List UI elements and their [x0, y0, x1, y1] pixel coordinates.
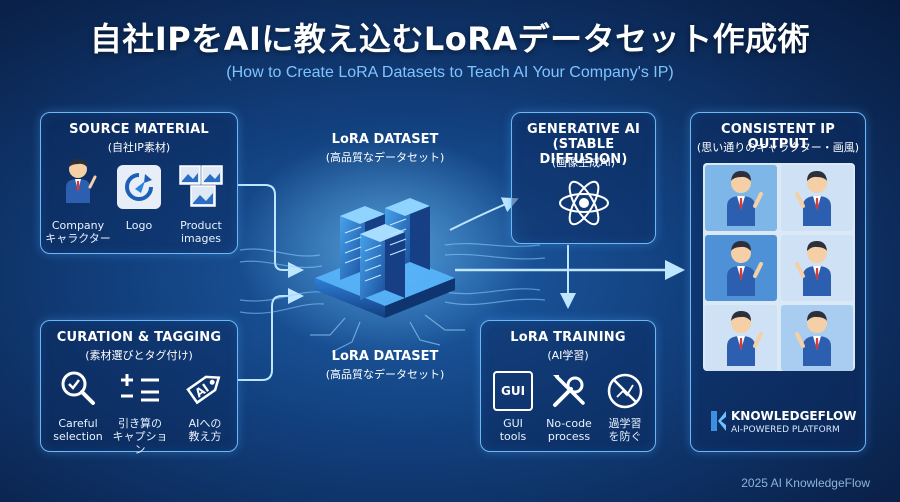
lora-training-panel: LoRA TRAINING (AI学習) GUI GUI tools No-co…	[480, 320, 656, 452]
arrow-curation-to-dataset	[238, 288, 304, 381]
curation-tagging-subtitle: (素材選びとタグ付け)	[85, 349, 193, 362]
source-material-panel: SOURCE MATERIAL (自社IP素材) Company キャラクター …	[40, 112, 238, 254]
svg-text:AI: AI	[192, 381, 211, 400]
character-cell	[781, 235, 853, 301]
generative-ai-title: GENERATIVE AI	[526, 122, 641, 137]
brand-tagline: AI-POWERED PLATFORM	[731, 425, 840, 435]
brand-name: KNOWLEDGEFLOW	[731, 409, 857, 423]
curation-tagging-title: CURATION & TAGGING	[56, 330, 222, 345]
character-cell	[705, 165, 777, 231]
character-cell	[781, 165, 853, 231]
character-cell	[705, 305, 777, 371]
product-images-icon	[177, 163, 225, 209]
generative-ai-panel: GENERATIVE AI (STABLE DIFFUSION) (画像生成AI…	[511, 112, 656, 244]
ai-teaching-label: AIへの 教え方	[188, 417, 222, 443]
careful-selection-label: Careful selection	[53, 417, 103, 443]
consistent-ip-output-subtitle: (思い通りのキャラクター・画風)	[696, 141, 860, 154]
generative-ai-subtitle: (画像生成AI)	[551, 156, 616, 169]
logo-icon	[117, 165, 161, 209]
generative-ai-title-2: (STABLE DIFFUSION)	[539, 137, 628, 167]
page-subtitle: (How to Create LoRA Datasets to Teach AI…	[226, 64, 674, 81]
company-character-icon	[55, 157, 101, 205]
ai-tag-icon: AI	[181, 365, 227, 411]
atom-icon	[554, 175, 614, 231]
page-title: 自社IPをAIに教え込むLoRAデータセット作成術	[89, 20, 811, 58]
magnifier-icon	[55, 367, 101, 409]
arrow-source-to-dataset	[238, 184, 304, 278]
character-cell	[705, 235, 777, 301]
server-stack-icon	[315, 198, 455, 318]
source-material-subtitle: (自社IP素材)	[107, 141, 171, 154]
subtract-caption-icon	[117, 367, 163, 409]
lora-training-title: LoRA TRAINING	[510, 330, 626, 345]
no-overfitting-icon	[603, 369, 647, 413]
wrench-screwdriver-icon	[547, 369, 591, 413]
lora-training-subtitle: (AI学習)	[547, 349, 589, 362]
curation-tagging-panel: CURATION & TAGGING (素材選びとタグ付け) Careful s…	[40, 320, 238, 456]
source-material-title: SOURCE MATERIAL	[69, 122, 209, 137]
knowledgeflow-logo-icon	[709, 409, 727, 433]
consistent-ip-output-title: CONSISTENT IP OUTPUT	[720, 122, 836, 152]
product-images-label: Product images	[180, 219, 222, 245]
subtract-caption-label: 引き算の キャプション	[112, 417, 168, 456]
company-character-label: Company キャラクター	[45, 219, 111, 245]
character-cell	[781, 305, 853, 371]
arrow-dataset-to-generative	[449, 197, 519, 231]
logo-label: Logo	[125, 219, 153, 232]
lora-dataset-label-top: LoRA DATASET (高品質なデータセット)	[325, 132, 445, 164]
prevent-overfitting-label: 過学習 を防ぐ	[608, 417, 642, 443]
copyright: 2025 AI KnowledgeFlow	[741, 476, 870, 490]
gui-tools-label: GUI tools	[499, 417, 527, 443]
lora-dataset-label-bottom: LoRA DATASET (高品質なデータセット)	[325, 349, 445, 381]
no-code-process-label: No-code process	[546, 417, 592, 443]
consistent-ip-output-panel: CONSISTENT IP OUTPUT (思い通りのキャラクター・画風) KN…	[690, 112, 866, 452]
gui-tools-icon: GUI	[493, 371, 533, 411]
